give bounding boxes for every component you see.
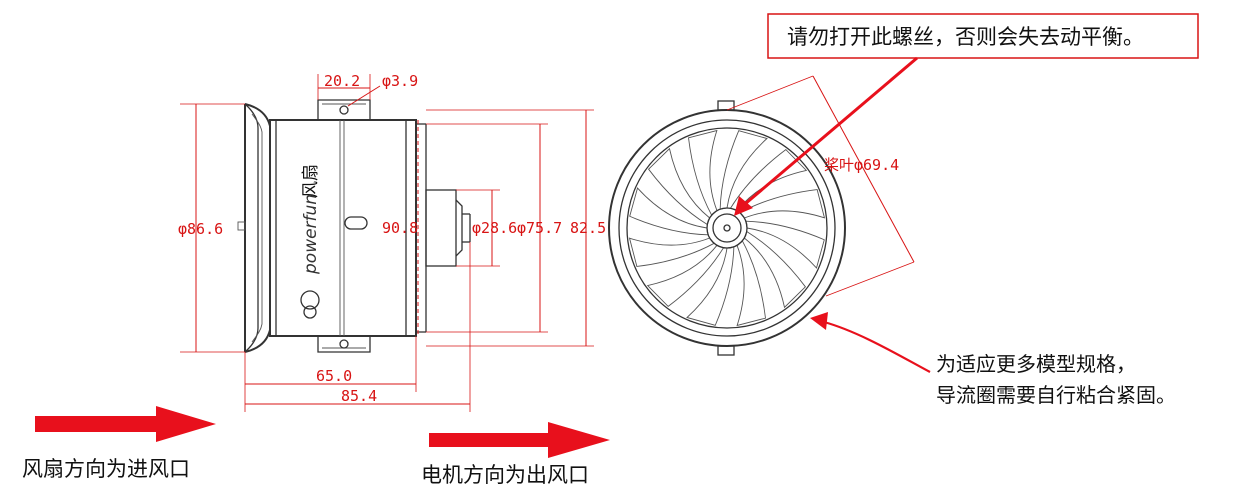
- screw-warning: 请勿打开此螺丝，否则会失去动平衡。: [734, 13, 1199, 216]
- dim-housing-length: 65.0: [316, 367, 352, 385]
- dim-total-length: 85.4: [341, 387, 377, 405]
- dim-inner-diameter: φ75.7: [517, 219, 562, 237]
- rotor-blade: [628, 237, 715, 267]
- logo-mark-icon-2: [303, 305, 317, 319]
- mount-hole-bottom: [339, 339, 349, 349]
- mount-bracket-top: [317, 99, 371, 120]
- logo-brand-text: powerfun: [301, 194, 321, 275]
- rotor-blade: [745, 220, 825, 269]
- rotor-blade: [736, 240, 766, 327]
- ring-note-line1: 为适应更多模型规格，: [936, 352, 1136, 376]
- side-view: powerfun 风扇 20.2 φ3.9 φ86.6 90.8 φ28.6 φ…: [178, 72, 606, 412]
- shroud-outer: [608, 109, 846, 347]
- motor-direction: 电机方向为出风口: [421, 422, 610, 487]
- inlet-lip-inner: [244, 103, 259, 353]
- rotor-blade: [688, 129, 718, 216]
- motor-can: [425, 189, 457, 267]
- rotor-blade: [743, 230, 806, 309]
- fan-direction-arrow: [35, 406, 216, 442]
- rotor-blades: [628, 129, 826, 327]
- warning-arrow-head: [734, 196, 753, 216]
- dim-line-blade: [812, 75, 915, 263]
- dim-leader-hole: [347, 85, 381, 107]
- inlet-pin: [237, 221, 246, 231]
- front-view: 桨叶φ69.4: [608, 75, 915, 356]
- dim-flange-width: 20.2: [324, 72, 360, 90]
- motor-direction-label: 电机方向为出风口: [421, 463, 589, 487]
- warning-arrow-shaft: [744, 56, 918, 206]
- logo-brand-cn: 风扇: [301, 164, 321, 198]
- ring-note-line2: 导流圈需要自行粘合紧固。: [936, 383, 1176, 407]
- rotor-blade: [646, 244, 725, 307]
- dim-motor-diameter: φ28.6: [472, 219, 517, 237]
- ring-note-arrow: [823, 320, 931, 373]
- rotor-blade: [739, 189, 826, 219]
- screw-warning-text: 请勿打开此螺丝，否则会失去动平衡。: [787, 25, 1144, 49]
- logo-mark-icon: [300, 290, 320, 310]
- ring-note-arrow-head: [810, 312, 828, 330]
- mount-bracket-bottom: [317, 336, 371, 353]
- rotor-blade: [719, 130, 768, 210]
- shroud-inner: [618, 119, 836, 337]
- dim-inlet-diameter: φ86.6: [178, 220, 223, 238]
- motor-direction-arrow: [429, 422, 610, 458]
- warning-box: [767, 13, 1199, 59]
- housing-body: [269, 119, 417, 337]
- fan-direction-label: 风扇方向为进风口: [22, 457, 190, 481]
- housing-slot: [344, 216, 368, 230]
- dim-housing-diameter: 90.8: [382, 219, 418, 237]
- motor-cap: [455, 199, 463, 257]
- rotor-blade: [686, 246, 735, 326]
- powerfun-logo: powerfun 风扇: [300, 164, 321, 319]
- inlet-lip-shade: [251, 113, 263, 343]
- dim-blade-diameter: 桨叶φ69.4: [824, 156, 899, 174]
- hub-inner: [712, 213, 742, 243]
- tab-bottom: [717, 345, 735, 356]
- hub-outer: [706, 207, 748, 249]
- tab-top: [717, 100, 735, 111]
- rotor-blade: [648, 147, 711, 226]
- rotor-blade: [729, 149, 808, 212]
- duct-ring: [626, 127, 828, 329]
- hub-screw: [723, 224, 731, 232]
- dim-outer-height: 82.5: [570, 219, 606, 237]
- ring-note: 为适应更多模型规格， 导流圈需要自行粘合紧固。: [810, 312, 1176, 407]
- mount-hole-top: [339, 105, 349, 115]
- fan-direction: 风扇方向为进风口: [22, 406, 216, 481]
- rotor-blade: [629, 187, 709, 236]
- dim-hole-diameter: φ3.9: [382, 72, 418, 90]
